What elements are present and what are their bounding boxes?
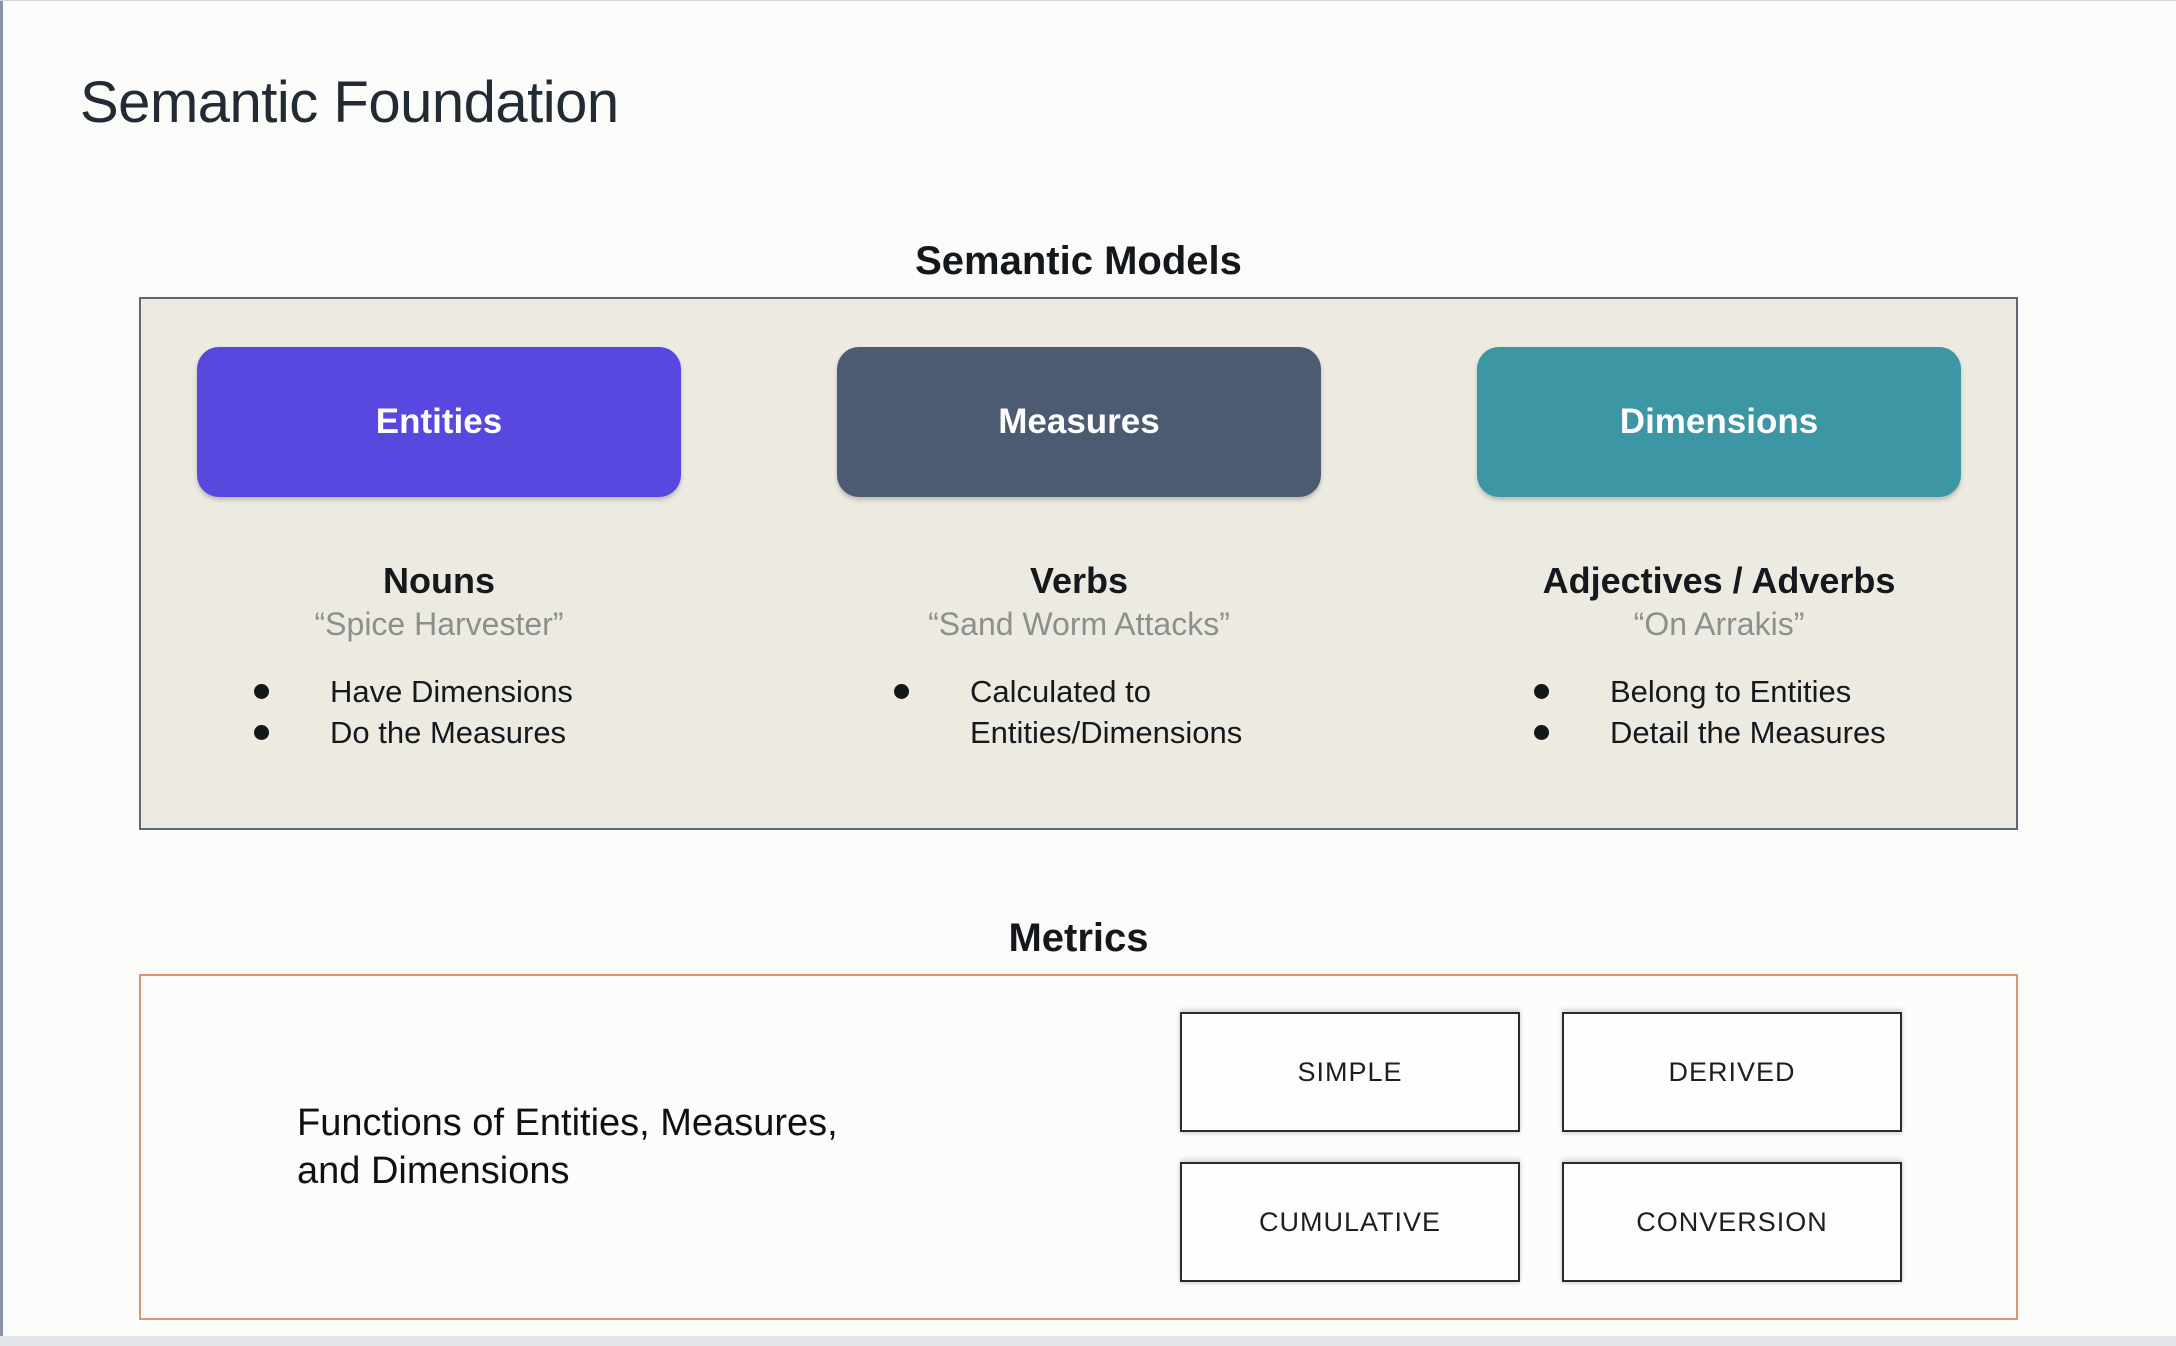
metrics-description: Functions of Entities, Measures, and Dim… (141, 1099, 1180, 1195)
entities-column: Entities Nouns “Spice Harvester” Have Di… (197, 347, 681, 828)
metric-box-conversion: CONVERSION (1562, 1162, 1902, 1282)
entities-example-quote: “Spice Harvester” (314, 606, 564, 642)
entities-role-label: Nouns (383, 560, 495, 601)
bullet-item: Detail the Measures (1496, 712, 1942, 753)
measures-role-label: Verbs (1029, 560, 1129, 601)
measures-bullet-list: Calculated to Entities/Dimensions (856, 671, 1302, 753)
metric-type-grid: SIMPLE DERIVED CUMULATIVE CONVERSION (1180, 1012, 1902, 1282)
metrics-panel: Functions of Entities, Measures, and Dim… (139, 974, 2018, 1320)
window-left-border (0, 1, 3, 1346)
measures-column: Measures Verbs “Sand Worm Attacks” Calcu… (837, 347, 1321, 828)
dimensions-role-label: Adjectives / Adverbs (1542, 560, 1896, 601)
metric-box-simple: SIMPLE (1180, 1012, 1520, 1132)
measures-example-quote: “Sand Worm Attacks” (928, 606, 1230, 642)
semantic-models-heading: Semantic Models (915, 239, 1242, 283)
dimensions-column: Dimensions Adjectives / Adverbs “On Arra… (1477, 347, 1961, 828)
dimensions-bullet-list: Belong to Entities Detail the Measures (1496, 671, 1942, 753)
metric-box-derived: DERIVED (1562, 1012, 1902, 1132)
metrics-heading: Metrics (1008, 916, 1149, 960)
bullet-item: Calculated to Entities/Dimensions (856, 671, 1302, 753)
bullet-item: Have Dimensions (216, 671, 662, 712)
entities-bullet-list: Have Dimensions Do the Measures (216, 671, 662, 753)
metric-box-cumulative: CUMULATIVE (1180, 1162, 1520, 1282)
bullet-item: Belong to Entities (1496, 671, 1942, 712)
slide-title: Semantic Foundation (80, 70, 619, 135)
semantic-models-section: Semantic Models Entities Nouns “Spice Ha… (139, 237, 2018, 830)
entities-pill: Entities (197, 347, 681, 497)
window-bottom-strip (0, 1336, 2176, 1346)
metrics-description-line1: Functions of Entities, Measures, (297, 1102, 838, 1144)
semantic-models-panel: Entities Nouns “Spice Harvester” Have Di… (139, 297, 2018, 830)
measures-pill: Measures (837, 347, 1321, 497)
dimensions-pill: Dimensions (1477, 347, 1961, 497)
metrics-section: Metrics Functions of Entities, Measures,… (139, 914, 2018, 1320)
bullet-item: Do the Measures (216, 712, 662, 753)
dimensions-example-quote: “On Arrakis” (1633, 606, 1805, 642)
metrics-description-line2: and Dimensions (297, 1150, 570, 1192)
